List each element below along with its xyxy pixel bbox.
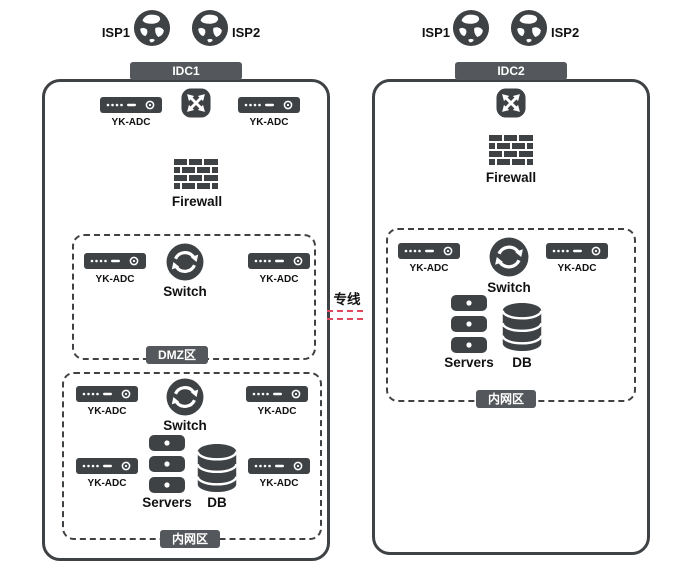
database-icon (196, 443, 238, 493)
switch-label: Switch (487, 280, 531, 295)
yk-adc-label: YK-ADC (557, 263, 597, 274)
yk-adc-label: YK-ADC (257, 406, 297, 417)
yk-adc-appliance-icon (238, 97, 300, 113)
yk-adc-label: YK-ADC (95, 274, 135, 285)
db-label: DB (512, 355, 532, 370)
dmz-zone-badge: DMZ区 (146, 346, 208, 364)
yk-adc-label: YK-ADC (87, 406, 127, 417)
idc2-title-badge: IDC2 (455, 62, 567, 80)
yk-adc-label: YK-ADC (409, 263, 449, 274)
globe-icon (510, 9, 548, 47)
globe-icon (452, 9, 490, 47)
yk-adc-appliance-icon (76, 458, 138, 474)
firewall-icon (174, 159, 218, 189)
firewall-label: Firewall (171, 194, 223, 209)
yk-adc-appliance-icon (84, 253, 146, 269)
idc2-isp1-label: ISP1 (421, 25, 450, 40)
yk-adc-appliance-icon (546, 243, 608, 259)
yk-adc-label: YK-ADC (87, 478, 127, 489)
yk-adc-label: YK-ADC (259, 478, 299, 489)
yk-adc-label: YK-ADC (249, 117, 289, 128)
switch-icon (489, 237, 529, 277)
idc1-title-badge: IDC1 (130, 62, 242, 80)
switch-label: Switch (163, 284, 207, 299)
yk-adc-label: YK-ADC (111, 117, 151, 128)
yk-adc-appliance-icon (248, 253, 310, 269)
yk-adc-appliance-icon (398, 243, 460, 259)
servers-icon (149, 435, 185, 493)
leased-line-label: 专线 (333, 292, 361, 307)
servers-icon (451, 295, 487, 353)
switch-icon (166, 378, 204, 416)
yk-adc-appliance-icon (76, 386, 138, 402)
globe-icon (191, 9, 229, 47)
idc1-isp1-label: ISP1 (101, 25, 130, 40)
switch-icon (166, 243, 204, 281)
globe-icon (133, 9, 171, 47)
idc2-isp2-label: ISP2 (551, 25, 580, 40)
database-icon (501, 302, 543, 352)
intranet-zone-badge: 内网区 (475, 390, 537, 408)
router-icon (181, 88, 211, 118)
intranet-zone-badge: 内网区 (159, 530, 221, 548)
router-icon (496, 88, 526, 118)
firewall-label: Firewall (485, 170, 537, 185)
yk-adc-label: YK-ADC (259, 274, 299, 285)
yk-adc-appliance-icon (246, 386, 308, 402)
yk-adc-appliance-icon (248, 458, 310, 474)
firewall-icon (489, 135, 533, 165)
servers-label: Servers (444, 355, 494, 370)
idc1-isp2-label: ISP2 (232, 25, 261, 40)
servers-label: Servers (142, 495, 192, 510)
yk-adc-appliance-icon (100, 97, 162, 113)
leased-line-dash (327, 310, 363, 312)
leased-line-dash (327, 318, 363, 320)
switch-label: Switch (163, 418, 207, 433)
db-label: DB (207, 495, 227, 510)
